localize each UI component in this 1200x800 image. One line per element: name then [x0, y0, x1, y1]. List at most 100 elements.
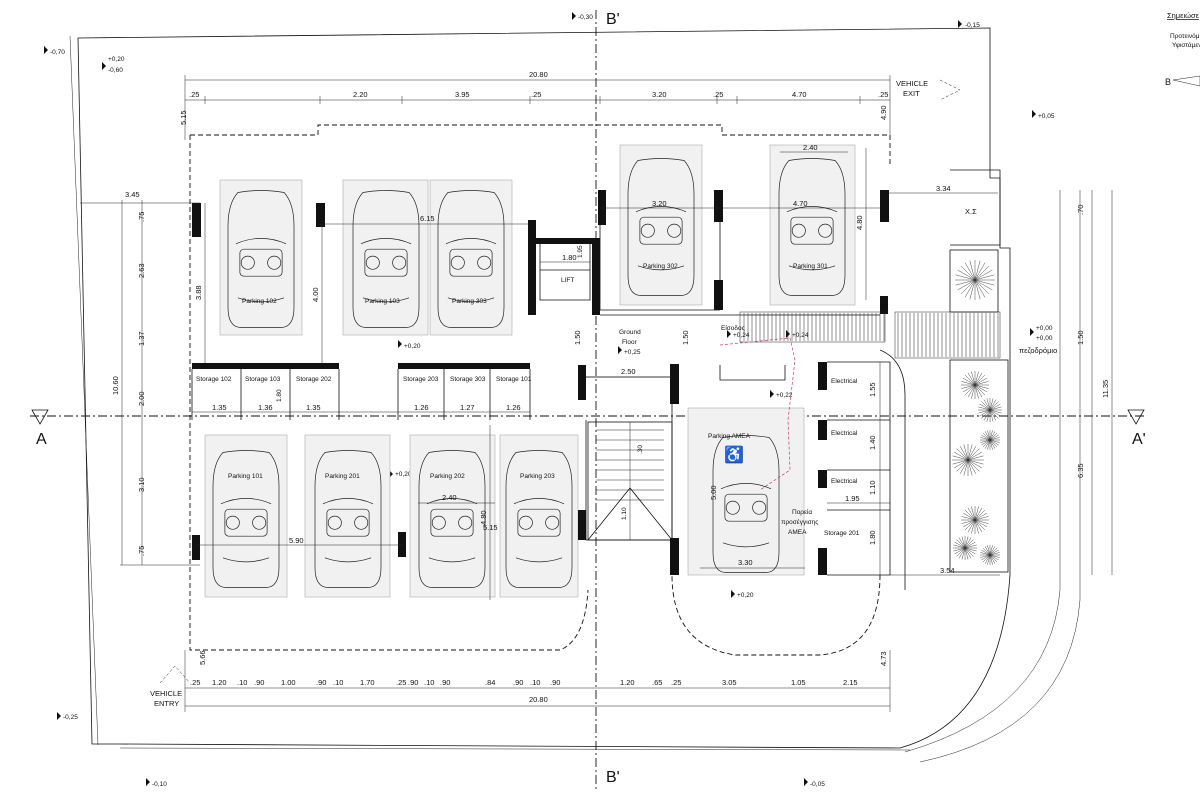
- dim-top-3: .25: [531, 90, 541, 99]
- tree-symbol: [955, 260, 995, 300]
- section-a-left: A: [36, 431, 47, 448]
- dim-bottom-9: .90: [408, 678, 418, 687]
- dim-126a: 1.26: [414, 403, 429, 412]
- dim-bottom-14: .10: [530, 678, 540, 687]
- dim-right-0: .70: [1076, 205, 1085, 215]
- trees: [952, 260, 1002, 565]
- tree-symbol: [978, 398, 1002, 422]
- dim-135b: 1.35: [306, 403, 321, 412]
- dim-top-6: 4.70: [792, 90, 807, 99]
- dim-345: 3.45: [125, 190, 140, 199]
- level-11: +0,22: [776, 392, 793, 399]
- dim-110b: 1.10: [621, 507, 628, 520]
- label-electrical-1: Electrical: [831, 378, 858, 385]
- legend: Σημειώσε Προτεινόμ Υφιστάμεν: [1167, 11, 1200, 49]
- dim-470: 4.70: [793, 199, 808, 208]
- tree-symbol: [980, 545, 1000, 565]
- section-a-right: A': [1132, 431, 1146, 448]
- label-parking-303: Parking 303: [452, 298, 487, 305]
- dim-155: 1.55: [868, 382, 877, 397]
- dim-195b: 1.95: [845, 494, 860, 503]
- dim-136: 1.36: [258, 403, 273, 412]
- label-amea-path-1: Πορεία: [792, 508, 812, 516]
- label-storage-201: Storage 201: [824, 530, 860, 537]
- dim-top-1: 2.20: [353, 90, 368, 99]
- dim-top-2: 3.95: [455, 90, 470, 99]
- vehicle-exit-arrow: [939, 79, 961, 101]
- dim-590: 5.90: [289, 536, 304, 545]
- label-amea-path-3: ΑΜΕΑ: [788, 529, 807, 536]
- dim-480b: 4.80: [479, 510, 488, 525]
- level-4a: +0,20: [108, 56, 125, 63]
- dim-bottom-19: 3.05: [722, 678, 737, 687]
- dim-left-2: 1.37: [137, 331, 146, 346]
- car-outline: [352, 190, 420, 328]
- dim-400: 4.00: [311, 287, 320, 302]
- dim-bottom-total: 20.80: [529, 695, 548, 704]
- dim-bottom-4: 1.00: [281, 678, 296, 687]
- dim-320: 3.20: [652, 199, 667, 208]
- level-13b: +0,00: [1036, 335, 1053, 342]
- label-parking-202: Parking 202: [430, 473, 465, 480]
- level-13a: +0,00: [1036, 325, 1053, 332]
- walls: [192, 190, 889, 575]
- label-parking-103: Parking 103: [365, 298, 400, 305]
- xs-room: [950, 169, 1001, 246]
- vehicle-exit-label: VEHICLE: [896, 79, 928, 88]
- label-parking-301: Parking 301: [793, 263, 828, 270]
- dim-180b: 1.80: [276, 389, 283, 402]
- label-ground-floor: Ground: [619, 329, 641, 336]
- dim-354: 3.54: [940, 566, 955, 575]
- label-parking-302: Parking 302: [643, 263, 678, 270]
- legend-line-1: Προτεινόμ: [1170, 32, 1200, 40]
- dim-top-total: 20.80: [529, 70, 548, 79]
- car-outline: [227, 190, 295, 328]
- level-7: +0,20: [395, 471, 412, 478]
- label-parking-203: Parking 203: [520, 473, 555, 480]
- dim-left-4: 3.10: [137, 477, 146, 492]
- dim-127: 1.27: [460, 403, 475, 412]
- level-2: -0,15: [965, 22, 980, 29]
- tree-symbol: [980, 430, 1000, 450]
- level-14: -0,25: [63, 714, 78, 721]
- dim-195: 1.95: [577, 245, 584, 258]
- level-12: +0,20: [737, 592, 754, 599]
- dim-bottom-16: 1.20: [620, 678, 635, 687]
- dim-135a: 1.35: [212, 403, 227, 412]
- tree-symbol: [961, 371, 989, 399]
- dim-030: .30: [637, 445, 644, 454]
- label-storage-101: Storage 101: [496, 376, 532, 383]
- legend-title: Σημειώσε: [1167, 11, 1200, 20]
- dim-240a: 2.40: [803, 143, 818, 152]
- dim-left-3: 2.00: [137, 391, 146, 406]
- dim-615: 6.15: [420, 214, 435, 223]
- vehicle-entry-label-2: ENTRY: [154, 699, 179, 708]
- wheelchair-icon: ♿: [724, 445, 744, 464]
- left-dimensions: [80, 200, 200, 566]
- dim-left-1: 2.63: [137, 263, 146, 278]
- label-storage-102: Storage 102: [196, 376, 232, 383]
- label-parking-201: Parking 201: [325, 473, 360, 480]
- dim-top-5: .25: [713, 90, 723, 99]
- dim-bottom-21: 2.15: [843, 678, 858, 687]
- dim-140: 1.40: [868, 435, 877, 450]
- level-15: -0,10: [152, 781, 167, 788]
- stairs: [587, 421, 673, 541]
- level-9: +0,24: [733, 332, 750, 339]
- level-4b: -0,60: [108, 67, 123, 74]
- section-b-top: B': [606, 11, 620, 28]
- right-dimensions: [1091, 190, 1113, 575]
- label-lift: LIFT: [561, 277, 574, 284]
- dim-515b: 5.15: [483, 523, 498, 532]
- legend-line-2: Υφιστάμεν: [1172, 41, 1200, 49]
- dim-bottom-5: .90: [316, 678, 326, 687]
- dim-bottom-1: 1.20: [212, 678, 227, 687]
- level-1: -0,30: [578, 14, 593, 21]
- dim-bottom-18: .25: [671, 678, 681, 687]
- right-parking: [619, 144, 856, 576]
- dim-473: 4.73: [879, 651, 888, 666]
- dim-bottom-15: .90: [550, 678, 560, 687]
- vehicle-entry-label: VEHICLE: [150, 689, 182, 698]
- dim-bottom-13: .90: [513, 678, 523, 687]
